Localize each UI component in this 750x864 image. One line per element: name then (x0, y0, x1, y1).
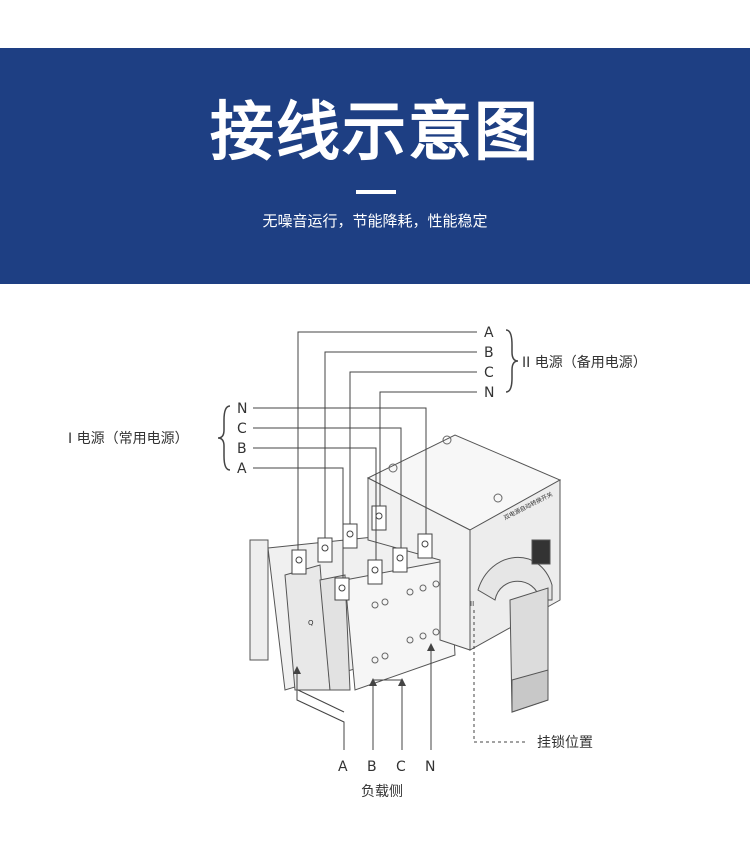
source-i-label: I 电源（常用电源） (68, 431, 189, 447)
terminal-mark-q: Q (308, 619, 314, 627)
screw (375, 512, 383, 520)
title-banner (0, 48, 750, 284)
load-phase-n: N (425, 759, 435, 775)
wiring-diagram: Q II 双电源自动转换开关 A B C N II 电源（备用电源） N C B… (0, 284, 750, 860)
source-ii-label: II 电源（备用电源） (522, 354, 647, 371)
source-ii-phase-n: N (484, 385, 494, 401)
load-side-label: 负载侧 (361, 784, 403, 800)
side-panel-2 (319, 574, 351, 691)
load-arrows (293, 643, 435, 686)
page-subtitle: 无噪音运行，节能降耗，性能稳定 (262, 212, 488, 230)
screw (421, 540, 429, 548)
page-title: 接线示意图 (210, 96, 540, 170)
screw (371, 566, 379, 574)
source-i-phase-n: N (237, 401, 247, 417)
screw (295, 556, 303, 564)
source-ii-phase-a: A (484, 325, 494, 341)
source-i-brace (217, 405, 231, 471)
controller-display (531, 539, 551, 565)
front-module (344, 559, 456, 691)
lock-leader-line (473, 610, 528, 743)
source-ii-phase-c: C (484, 365, 494, 381)
source-i-phase-a: A (237, 461, 247, 477)
source-ii-wires (297, 331, 477, 550)
lock-position-label: 挂锁位置 (537, 735, 593, 751)
handle-grip (511, 669, 549, 713)
source-i-wires (253, 407, 427, 578)
source-ii-phase-b: B (484, 345, 494, 361)
screw (396, 554, 404, 562)
front-screw-dots (371, 435, 503, 664)
title-divider (356, 190, 396, 194)
terminal-mark-ii: II (470, 600, 474, 608)
screw (346, 530, 354, 538)
source-i-phase-c: C (237, 421, 247, 437)
wiring-diagram-svg: Q II 双电源自动转换开关 A B C N II 电源（备用电源） N C B… (68, 325, 647, 800)
mounting-bracket-left (249, 539, 269, 661)
controller-side (367, 477, 471, 651)
load-phase-b: B (367, 759, 377, 775)
load-phase-a: A (338, 759, 348, 775)
operating-handle-hub (477, 557, 553, 601)
screw (321, 544, 329, 552)
screw (338, 584, 346, 592)
load-phase-c: C (396, 759, 406, 775)
source-i-phase-b: B (237, 441, 247, 457)
source-ii-brace (505, 329, 519, 393)
source-terminals (291, 505, 433, 601)
